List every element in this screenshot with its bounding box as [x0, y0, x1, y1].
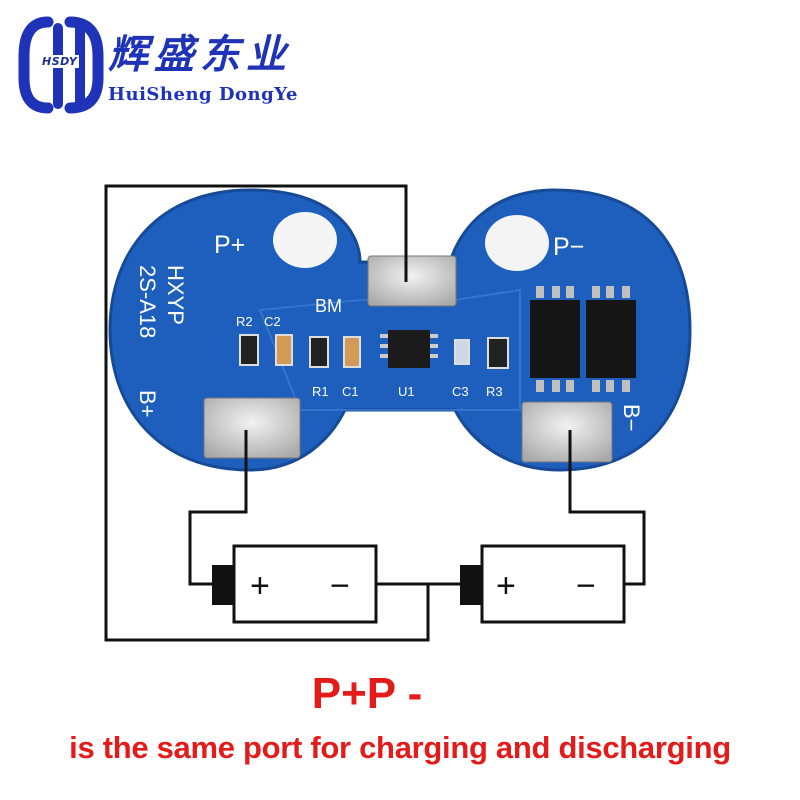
chip-u1	[388, 330, 430, 368]
label-r2: R2	[236, 314, 253, 329]
battery-1-minus: −	[330, 567, 350, 605]
resistor-r3	[487, 337, 509, 369]
capacitor-c3	[454, 339, 470, 365]
label-p-minus: P−	[553, 233, 584, 261]
battery-2: + −	[460, 544, 626, 624]
wire-bm-to-midpoint	[104, 184, 430, 642]
wire-bminus-to-battery2	[568, 430, 646, 586]
b-minus-pad	[521, 401, 613, 463]
label-u1: U1	[398, 384, 415, 399]
capacitor-c1	[343, 336, 361, 368]
capacitor-c2	[275, 334, 293, 366]
battery-2-plus: +	[496, 567, 516, 605]
model-line2: 2S-A18	[135, 265, 160, 338]
brand-name-english: HuiSheng DongYe	[108, 84, 298, 105]
b-plus-pad	[203, 397, 301, 459]
logo-badge: HSDY	[40, 55, 80, 68]
label-p-plus: P+	[214, 231, 245, 259]
caption-ports: P+P -	[311, 669, 423, 718]
label-r1: R1	[312, 384, 329, 399]
brand-logo-mark	[18, 16, 104, 114]
model-line1: HXYP	[163, 265, 188, 325]
label-b-plus: B+	[135, 390, 160, 418]
label-c3: C3	[452, 384, 469, 399]
bm-pad	[367, 255, 457, 307]
resistor-r1	[309, 336, 329, 368]
label-c1: C1	[342, 384, 359, 399]
p-minus-hole	[485, 215, 549, 271]
p-plus-hole	[273, 212, 337, 268]
mosfet-1	[530, 300, 580, 378]
caption-explanation: is the same port for charging and discha…	[69, 730, 731, 765]
brand-name-chinese: 辉盛东业	[108, 31, 292, 78]
wire-bplus-to-battery1	[188, 430, 248, 586]
battery-2-minus: −	[576, 567, 596, 605]
label-r3: R3	[486, 384, 503, 399]
resistor-r2	[239, 334, 259, 366]
label-bm: BM	[315, 296, 342, 316]
wires	[104, 184, 646, 642]
battery-1: + −	[212, 544, 378, 624]
label-b-minus: B−	[619, 404, 644, 432]
battery-1-plus: +	[250, 567, 270, 605]
mosfet-2	[586, 300, 636, 378]
label-c2: C2	[264, 314, 281, 329]
